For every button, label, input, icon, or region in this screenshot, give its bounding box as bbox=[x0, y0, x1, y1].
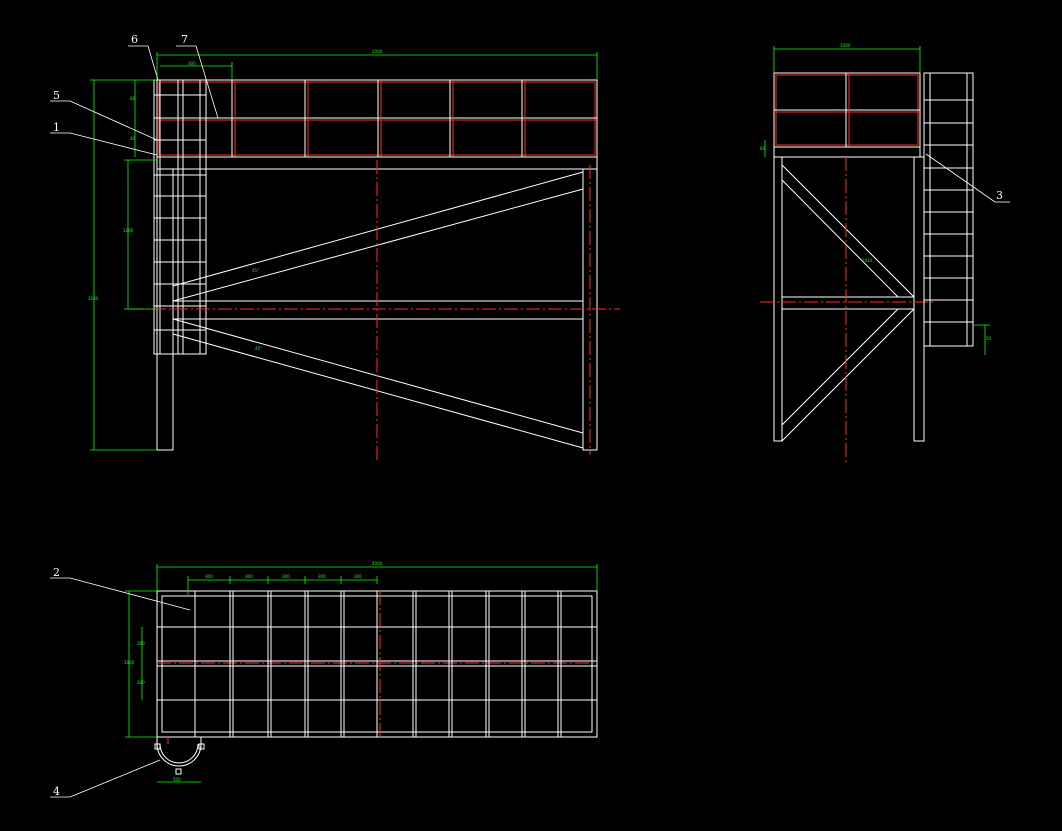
label-4: 4 bbox=[53, 785, 60, 798]
svg-text:40: 40 bbox=[130, 136, 136, 141]
front-dimensions: 2000 300 3500 1200 60 40 45° 45° bbox=[88, 49, 598, 451]
svg-text:300: 300 bbox=[137, 641, 145, 646]
svg-text:300: 300 bbox=[205, 574, 213, 579]
svg-text:2000: 2000 bbox=[372, 49, 383, 54]
part-labels: 6 7 5 1 3 2 4 bbox=[53, 33, 1003, 798]
svg-text:1414: 1414 bbox=[862, 258, 873, 263]
ladder-side bbox=[923, 72, 974, 347]
svg-text:4000: 4000 bbox=[372, 561, 383, 566]
svg-text:300: 300 bbox=[282, 574, 290, 579]
plan-grid-columns bbox=[194, 591, 562, 737]
svg-text:1200: 1200 bbox=[123, 228, 134, 233]
svg-text:300: 300 bbox=[318, 574, 326, 579]
svg-text:60: 60 bbox=[760, 146, 766, 151]
svg-text:50: 50 bbox=[986, 336, 992, 341]
label-2: 2 bbox=[53, 566, 60, 579]
label-5: 5 bbox=[53, 89, 60, 102]
svg-text:3500: 3500 bbox=[88, 296, 99, 301]
ladder-front bbox=[153, 79, 207, 355]
svg-text:300: 300 bbox=[188, 61, 196, 66]
side-view: 1000 60 50 1414 bbox=[760, 43, 1010, 462]
label-3: 3 bbox=[996, 189, 1003, 202]
svg-text:45°: 45° bbox=[252, 268, 259, 273]
guardrail-posts bbox=[231, 80, 526, 157]
label-1: 1 bbox=[53, 121, 60, 134]
plan-view: 4000 300 300 300 300 300 1000 300 300 50… bbox=[50, 561, 598, 798]
label-6: 6 bbox=[131, 33, 138, 46]
svg-text:1000: 1000 bbox=[840, 43, 851, 48]
svg-text:60: 60 bbox=[130, 96, 136, 101]
svg-text:300: 300 bbox=[354, 574, 362, 579]
svg-text:45°: 45° bbox=[255, 346, 262, 351]
svg-text:1000: 1000 bbox=[124, 660, 135, 665]
front-view: 2000 300 3500 1200 60 40 45° 45° bbox=[50, 45, 620, 462]
svg-text:300: 300 bbox=[245, 574, 253, 579]
label-7: 7 bbox=[181, 33, 188, 46]
svg-text:500: 500 bbox=[173, 777, 181, 782]
svg-text:300: 300 bbox=[137, 680, 145, 685]
